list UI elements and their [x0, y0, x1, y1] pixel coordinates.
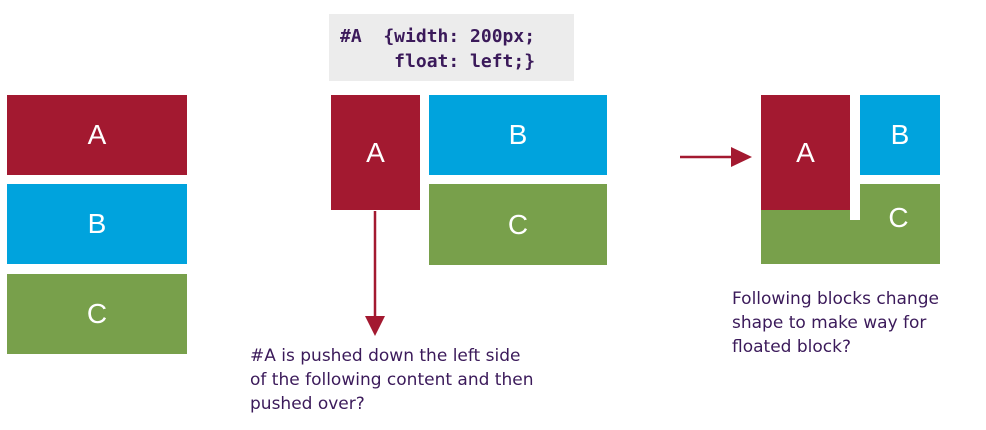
middle-block-c-label: C [507, 208, 529, 240]
middle-block-a: A [331, 95, 420, 210]
css-code-block: #A {width: 200px; float: left;} [329, 14, 574, 81]
pushed-down-note-line-1: #A is pushed down the left side [250, 346, 521, 366]
middle-block-b-label: B [508, 119, 528, 150]
right-block-c-label: C [888, 202, 909, 233]
down-arrow-head [365, 316, 385, 336]
middle-block-a-label: A [366, 136, 385, 168]
change-shape-note-line-3: floated block? [732, 337, 851, 357]
left-block-a-label: A [87, 119, 107, 150]
left-block-c: C [7, 274, 187, 354]
right-arrow-head [731, 147, 752, 167]
right-block-b-label: B [890, 119, 910, 150]
right-block-a: A [761, 95, 850, 210]
code-line-2: float: left;} [340, 51, 536, 72]
pushed-down-note-line-2: of the following content and then [250, 370, 534, 390]
change-shape-note: Following blocks change shape to make wa… [732, 287, 939, 359]
left-block-b: B [7, 184, 187, 264]
middle-block-b: B [429, 95, 607, 175]
left-block-b-label: B [87, 208, 107, 239]
pushed-down-note: #A is pushed down the left side of the f… [250, 344, 533, 416]
pushed-down-note-line-3: pushed over? [250, 394, 365, 414]
code-line-1: #A {width: 200px; [340, 26, 536, 47]
change-shape-note-line-1: Following blocks change [732, 289, 939, 309]
middle-block-c: C [429, 184, 607, 265]
right-block-a-label: A [796, 136, 815, 168]
left-block-c-label: C [86, 298, 108, 329]
change-shape-note-line-2: shape to make way for [732, 313, 927, 333]
left-block-a: A [7, 95, 187, 175]
right-block-b: B [860, 95, 940, 175]
right-block-c-notch [850, 184, 860, 220]
